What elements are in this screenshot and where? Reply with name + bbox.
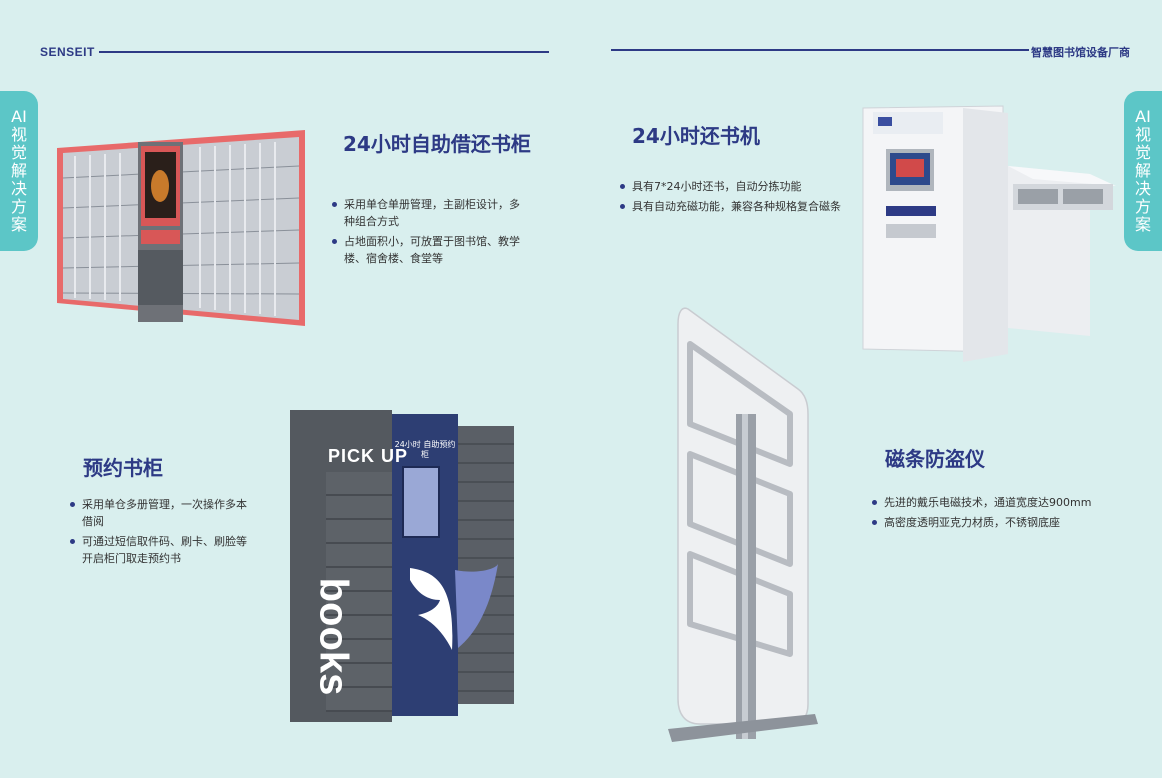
side-tab-char: 解 — [1134, 161, 1151, 180]
locker-center-panel — [392, 414, 458, 716]
product-title-reservation-locker: 预约书柜 — [83, 456, 163, 480]
bullet-item: 占地面积小，可放置于图书馆、教学楼、宿舍楼、食堂等 — [330, 233, 520, 267]
header-tagline: 智慧图书馆设备厂商 — [1031, 46, 1130, 59]
side-tab-char: 方 — [10, 197, 27, 216]
side-tab-char: 觉 — [1134, 143, 1151, 162]
side-tab-char: 决 — [1134, 179, 1151, 198]
side-tab-char: AI — [1135, 107, 1151, 126]
locker-left-doors — [326, 472, 392, 712]
side-tab-char: 解 — [10, 161, 27, 180]
side-tab-char: 视 — [10, 125, 27, 144]
header-line-right — [611, 49, 1029, 51]
side-tab-char: 案 — [10, 215, 27, 234]
locker-books-label: books — [311, 577, 356, 696]
bullet-item: 具有7*24小时还书，自动分拣功能 — [618, 178, 868, 195]
bullet-list-anti-theft-gate: 先进的戴乐电磁技术，通道宽度达900mm 高密度透明亚克力材质，不锈钢底座 — [870, 494, 1120, 534]
reservation-locker-image: PICK UP books 24小时 自助预约柜 — [290, 410, 514, 722]
anti-theft-gate-image — [668, 307, 818, 742]
brand-logo: SENSEIT — [40, 45, 95, 59]
bullet-item: 具有自动充磁功能，兼容各种规格复合磁条 — [618, 198, 868, 215]
side-tab-char: AI — [11, 107, 27, 126]
return-machine-image — [862, 105, 1116, 362]
bookshelf-cabinet-image — [57, 130, 305, 326]
locker-brand-label: 24小时 自助预约柜 — [394, 440, 456, 459]
side-tab-char: 方 — [1134, 197, 1151, 216]
bullet-item: 高密度透明亚克力材质，不锈钢底座 — [870, 514, 1120, 531]
bullet-item: 采用单仓多册管理，一次操作多本借阅 — [68, 496, 248, 530]
locker-pickup-label: PICK UP — [328, 446, 409, 466]
bullet-list-reservation-locker: 采用单仓多册管理，一次操作多本借阅 可通过短信取件码、刷卡、刷脸等开启柜门取走预… — [68, 496, 248, 570]
locker-screen — [402, 466, 440, 538]
bullet-item: 可通过短信取件码、刷卡、刷脸等开启柜门取走预约书 — [68, 533, 248, 567]
wing-logo-icon — [410, 564, 498, 650]
bullet-list-lending-cabinet: 采用单仓单册管理，主副柜设计，多种组合方式 占地面积小，可放置于图书馆、教学楼、… — [330, 196, 520, 270]
product-title-lending-cabinet: 24小时自助借还书柜 — [343, 132, 531, 156]
locker-right-panel — [458, 426, 514, 704]
bullet-item: 采用单仓单册管理，主副柜设计，多种组合方式 — [330, 196, 520, 230]
product-title-return-machine: 24小时还书机 — [632, 124, 760, 148]
side-tab-char: 案 — [1134, 215, 1151, 234]
bullet-list-return-machine: 具有7*24小时还书，自动分拣功能 具有自动充磁功能，兼容各种规格复合磁条 — [618, 178, 868, 218]
bullet-item: 先进的戴乐电磁技术，通道宽度达900mm — [870, 494, 1120, 511]
side-tab-char: 决 — [10, 179, 27, 198]
header-line-left — [99, 51, 549, 53]
product-title-anti-theft-gate: 磁条防盗仪 — [885, 447, 985, 471]
side-tab-char: 觉 — [10, 143, 27, 162]
side-tab-char: 视 — [1134, 125, 1151, 144]
